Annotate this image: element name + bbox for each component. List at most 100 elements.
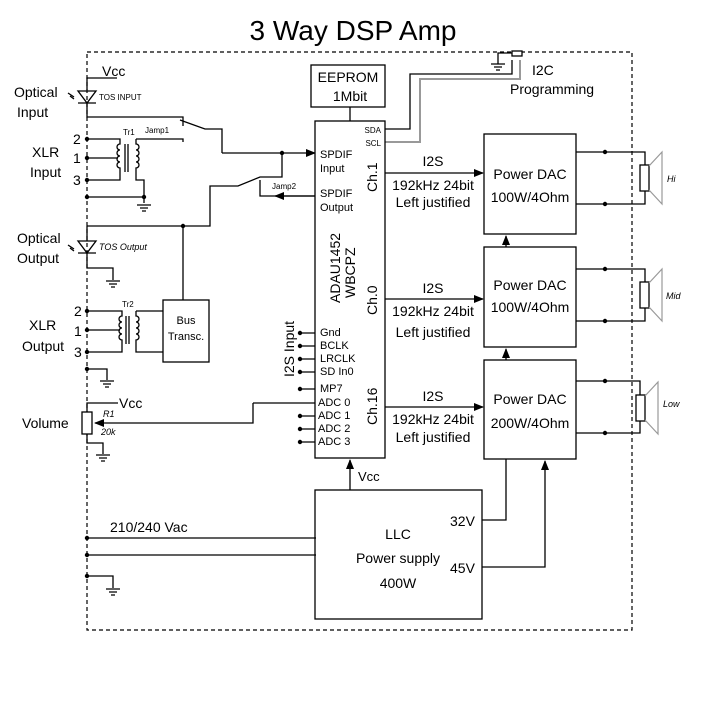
i2s-bus-label: I2S <box>422 388 443 404</box>
psu-out-45v: 45V <box>450 560 476 576</box>
power-dac-box <box>483 246 577 348</box>
psu-power: 400W <box>380 575 417 591</box>
speaker-low: Low <box>576 378 680 436</box>
xlr-output-pin-2: 2 <box>74 303 82 319</box>
xlr-output-pin-1: 1 <box>74 323 82 339</box>
dsp-channel-0: Ch.0 <box>364 285 380 315</box>
dsp-part-suffix: WBCPZ <box>342 247 358 298</box>
power-dac-box <box>483 359 577 460</box>
power-supply-box <box>314 489 483 620</box>
tos-input-label: TOS INPUT <box>99 93 142 102</box>
spdif-input-label: SPDIF <box>320 149 353 161</box>
pin-sd-in0: SD In0 <box>320 366 354 378</box>
jumper-1-label: Jamp1 <box>145 126 170 135</box>
dsp-channel-1: Ch.1 <box>364 162 380 192</box>
ground-icon <box>96 454 110 462</box>
optical-input-label: Optical <box>14 84 58 100</box>
speaker-icon <box>639 281 650 309</box>
dsp-part-number: ADAU1452 <box>327 233 343 303</box>
i2s-format-label: 192kHz 24bit <box>392 411 474 427</box>
pin-lrclk: LRCLK <box>320 353 356 365</box>
optical-input: Optical Input Vcc TOS INPUT <box>14 63 184 126</box>
sda-pin: SDA <box>365 126 382 135</box>
eeprom: EEPROM 1Mbit <box>310 64 386 121</box>
resistor-value: 20k <box>100 427 116 437</box>
i2s-link-1: I2S 192kHz 24bit Left justified <box>385 153 484 210</box>
resistor-label: R1 <box>103 409 115 419</box>
power-dac-rating: 200W/4Ohm <box>491 415 570 431</box>
pin-adc1: ADC 1 <box>318 410 350 422</box>
pin-adc2: ADC 2 <box>318 423 350 435</box>
power-dac-rating: 100W/4Ohm <box>491 189 570 205</box>
eeprom-size: 1Mbit <box>333 88 367 104</box>
ground-icon <box>137 204 151 212</box>
eeprom-box <box>310 64 386 108</box>
speaker-hi-label: Hi <box>667 174 676 184</box>
bus-transceiver-box <box>162 299 210 363</box>
i2s-pins: Gnd BCLK LRCLK SD In0 MP7 ADC 0 ADC 1 AD… <box>297 327 356 448</box>
dsp-chip: SDA SCL SPDIF Input SPDIF Output ADAU145… <box>281 120 386 490</box>
i2s-justify-label: Left justified <box>396 324 471 340</box>
ground-icon <box>491 63 505 71</box>
ground-icon <box>100 380 114 388</box>
i2c-programming: I2C Programming <box>385 50 594 143</box>
optical-output-label-2: Output <box>17 250 59 266</box>
speaker-low-label: Low <box>663 399 680 409</box>
pin-gnd: Gnd <box>320 327 341 339</box>
bus-transceiver-label-2: Transc. <box>168 331 204 343</box>
speaker-mid-label: Mid <box>666 291 681 301</box>
power-dac-label: Power DAC <box>493 391 566 407</box>
bus-transceiver-label: Bus <box>177 315 196 327</box>
xlr-input-pin-1: 1 <box>73 150 81 166</box>
power-dac-box <box>483 133 577 235</box>
ground-icon <box>106 280 120 288</box>
xlr-output: XLR Output 2 1 3 Tr2 Bus Transc. <box>22 226 210 388</box>
enclosure-border <box>86 51 633 631</box>
power-dac-rating: 100W/4Ohm <box>491 299 570 315</box>
i2c-label-2: Programming <box>510 81 594 97</box>
i2s-justify-label: Left justified <box>396 429 471 445</box>
i2s-bus-label: I2S <box>422 153 443 169</box>
pin-adc0: ADC 0 <box>318 397 350 409</box>
speaker-icon <box>635 394 646 422</box>
jumper-2: Jamp2 <box>87 153 315 229</box>
volume-vcc: Vcc <box>119 395 142 411</box>
dsp-vcc-label: Vcc <box>358 469 380 484</box>
power-dac-mid: Power DAC 100W/4Ohm <box>483 246 577 348</box>
transformer-2-icon <box>87 310 163 353</box>
transformer-2-label: Tr2 <box>122 300 134 309</box>
i2c-connector-icon <box>511 50 523 57</box>
diagram-title: 3 Way DSP Amp <box>250 15 457 46</box>
ground-icon <box>106 588 120 596</box>
jumper-1: Jamp1 <box>145 119 223 153</box>
optical-input-label-2: Input <box>17 104 48 120</box>
xlr-output-label: XLR <box>29 317 56 333</box>
volume-label: Volume <box>22 415 69 431</box>
dsp-chip-box <box>314 120 386 459</box>
transformer-1-icon <box>87 138 184 197</box>
eeprom-label: EEPROM <box>318 69 379 85</box>
psu-label: Power supply <box>356 550 440 566</box>
xlr-output-label-2: Output <box>22 338 64 354</box>
power-dac-label: Power DAC <box>493 277 566 293</box>
power-dac-label: Power DAC <box>493 166 566 182</box>
i2s-justify-label: Left justified <box>396 194 471 210</box>
optical-output-label: Optical <box>17 230 61 246</box>
pin-adc3: ADC 3 <box>318 436 350 448</box>
i2s-format-label: 192kHz 24bit <box>392 303 474 319</box>
tos-output-label: TOS Output <box>99 242 147 252</box>
jumper-2-label: Jamp2 <box>272 182 297 191</box>
transformer-1-label: Tr1 <box>123 128 135 137</box>
spdif-output-label-2: Output <box>320 202 353 214</box>
i2s-format-label: 192kHz 24bit <box>392 177 474 193</box>
power-dac-hi: Power DAC 100W/4Ohm <box>483 133 577 235</box>
light-rays-icon <box>67 92 75 100</box>
optical-input-vcc: Vcc <box>102 63 125 79</box>
speaker-icon <box>639 164 650 192</box>
pin-mp7: MP7 <box>320 383 343 395</box>
potentiometer-icon <box>81 411 93 435</box>
xlr-input: XLR Input 2 1 3 Tr1 <box>30 128 184 212</box>
i2s-input-label: I2S Input <box>281 321 297 377</box>
volume-control: Volume Vcc R1 20k <box>22 395 315 462</box>
